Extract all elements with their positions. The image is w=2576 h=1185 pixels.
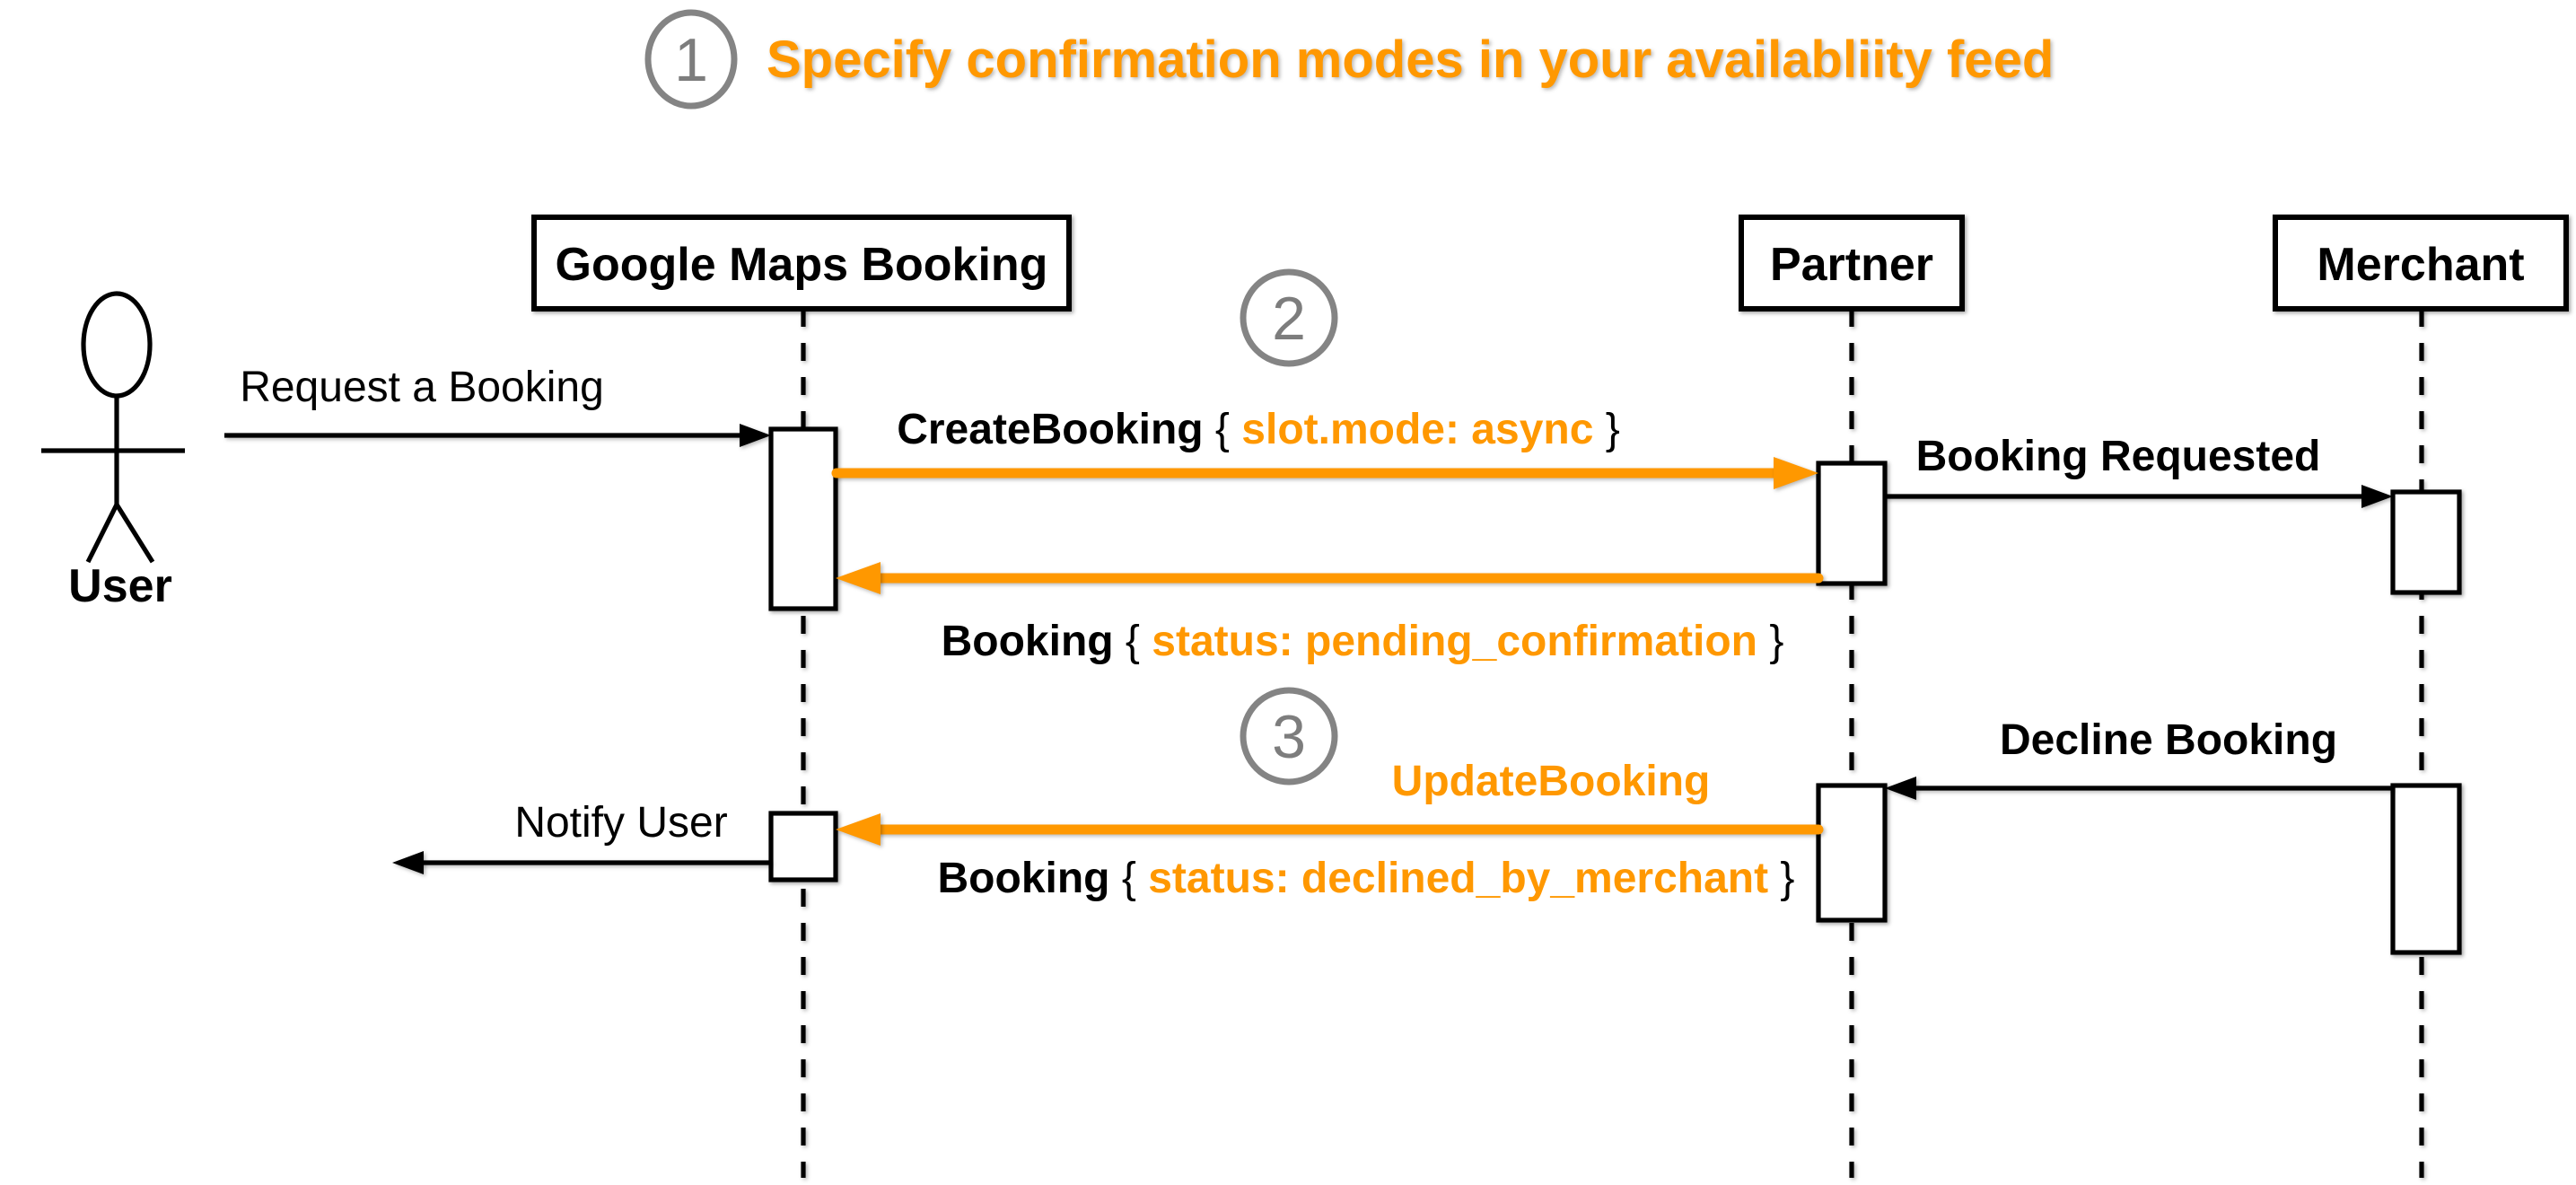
- step-3-number: 3: [1272, 703, 1306, 771]
- booking-requested-label: Booking Requested: [1916, 433, 2321, 480]
- activation-bar-gmb-1: [768, 426, 838, 611]
- update-booking-message: UpdateBooking Booking { status: declined…: [836, 758, 1824, 902]
- diagram-header: 1 Specify confirmation modes in your ava…: [644, 9, 2054, 110]
- booking-pending-label: Booking { status: pending_confirmation }: [942, 618, 1784, 665]
- actor-box-merchant: [2273, 215, 2569, 312]
- create-booking-label: CreateBooking { slot.mode: async }: [897, 406, 1620, 453]
- notify-user-label: Notify User: [514, 799, 727, 847]
- actor-google-maps-booking: Google Maps Booking: [531, 215, 1072, 312]
- activation-bar-merchant-1: [2390, 489, 2462, 595]
- booking-pending-arrowhead-icon: [836, 562, 881, 594]
- step-2-circle-icon: [1240, 268, 1338, 367]
- create-booking-message: CreateBooking { slot.mode: async }: [831, 406, 1818, 489]
- booking-requested-arrowhead-icon: [2361, 485, 2393, 508]
- actor-partner: Partner: [1739, 215, 1965, 312]
- actor-partner-label: Partner: [1770, 239, 1933, 291]
- request-booking-message: Request a Booking: [224, 364, 771, 447]
- booking-pending-message: Booking { status: pending_confirmation }: [836, 562, 1824, 665]
- activation-bar-partner-1: [1816, 461, 1888, 586]
- step-1-number: 1: [674, 26, 708, 94]
- user-right-leg-icon: [114, 503, 155, 564]
- user-head-icon: [81, 291, 153, 399]
- step-1-circle-icon: [644, 9, 738, 110]
- activation-bar-partner-2: [1816, 783, 1888, 923]
- booking-requested-message: Booking Requested: [1885, 433, 2393, 508]
- notify-user-message: Notify User: [392, 799, 771, 874]
- step-2-badge: 2: [1240, 268, 1338, 367]
- actor-merchant: Merchant: [2273, 215, 2569, 312]
- step-3-circle-icon: [1240, 687, 1338, 786]
- notify-user-arrowhead-icon: [392, 851, 424, 874]
- update-booking-arrowhead-icon: [836, 813, 881, 846]
- diagram-title: Specify confirmation modes in your avail…: [767, 31, 2054, 89]
- activation-bars: [768, 426, 2462, 955]
- update-booking-label: UpdateBooking: [1392, 758, 1711, 805]
- actors: User Google Maps Booking Partner Merchan…: [41, 215, 2569, 612]
- messages: Request a Booking CreateBooking { slot.m…: [224, 364, 2393, 902]
- decline-booking-message: Decline Booking: [1885, 716, 2393, 800]
- step-2-number: 2: [1272, 285, 1306, 353]
- actor-box-google-maps-booking: [531, 215, 1072, 312]
- user-left-leg-icon: [85, 503, 119, 564]
- actor-box-partner: [1739, 215, 1965, 312]
- request-booking-label: Request a Booking: [240, 364, 604, 411]
- create-booking-arrowhead-icon: [1774, 457, 1818, 489]
- activation-bar-merchant-2: [2390, 783, 2462, 955]
- actor-user: User: [41, 291, 185, 612]
- activation-bar-gmb-2: [768, 811, 838, 882]
- actor-user-label: User: [68, 560, 172, 612]
- step-3-badge: 3: [1240, 687, 1338, 786]
- request-booking-arrowhead-icon: [740, 424, 771, 447]
- decline-booking-label: Decline Booking: [2000, 716, 2337, 764]
- actor-google-maps-booking-label: Google Maps Booking: [556, 239, 1048, 291]
- booking-declined-label: Booking { status: declined_by_merchant }: [938, 855, 1795, 902]
- actor-merchant-label: Merchant: [2317, 239, 2524, 291]
- decline-booking-arrowhead-icon: [1885, 777, 1916, 800]
